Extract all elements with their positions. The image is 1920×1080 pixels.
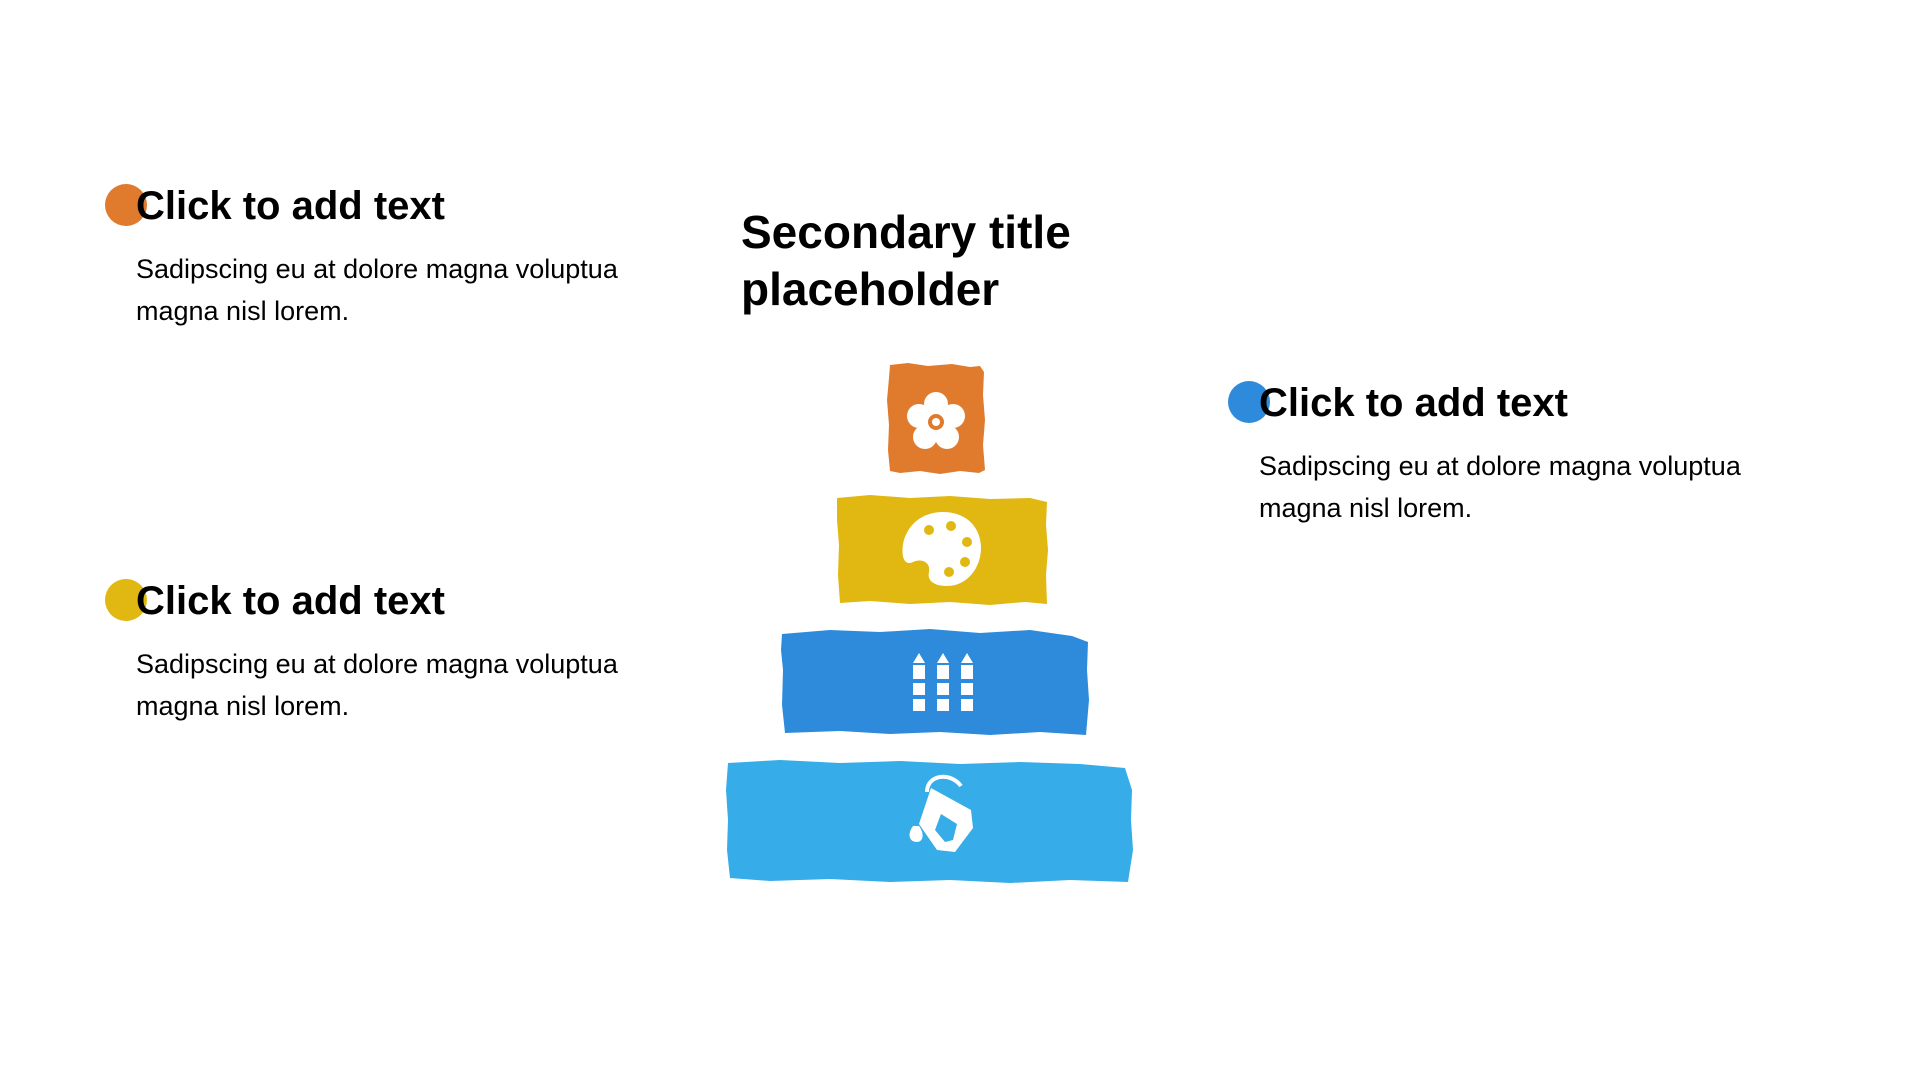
pyramid-diagram bbox=[726, 363, 1133, 883]
bullet-dot-yellow bbox=[105, 579, 147, 621]
item-body[interactable]: Sadipscing eu at dolore magna voluptua m… bbox=[136, 254, 618, 326]
bullet-dot-blue bbox=[1228, 381, 1270, 423]
item-heading[interactable]: Click to add text bbox=[1259, 381, 1568, 425]
item-heading[interactable]: Click to add text bbox=[136, 579, 445, 623]
pyramid-tier-3 bbox=[781, 629, 1089, 735]
flower-icon bbox=[907, 392, 965, 449]
item-heading[interactable]: Click to add text bbox=[136, 184, 445, 228]
item-body[interactable]: Sadipscing eu at dolore magna voluptua m… bbox=[1259, 451, 1741, 523]
pyramid-tier-4 bbox=[726, 760, 1133, 883]
crayons-icon bbox=[909, 653, 977, 711]
pyramid-tier-1 bbox=[887, 363, 985, 474]
pyramid-tier-2 bbox=[837, 495, 1048, 605]
item-body[interactable]: Sadipscing eu at dolore magna voluptua m… bbox=[136, 649, 618, 721]
paint-bucket-icon bbox=[909, 775, 973, 852]
bullet-dot-orange bbox=[105, 184, 147, 226]
palette-icon bbox=[902, 512, 981, 586]
secondary-title[interactable]: Secondary title placeholder bbox=[741, 206, 1071, 315]
